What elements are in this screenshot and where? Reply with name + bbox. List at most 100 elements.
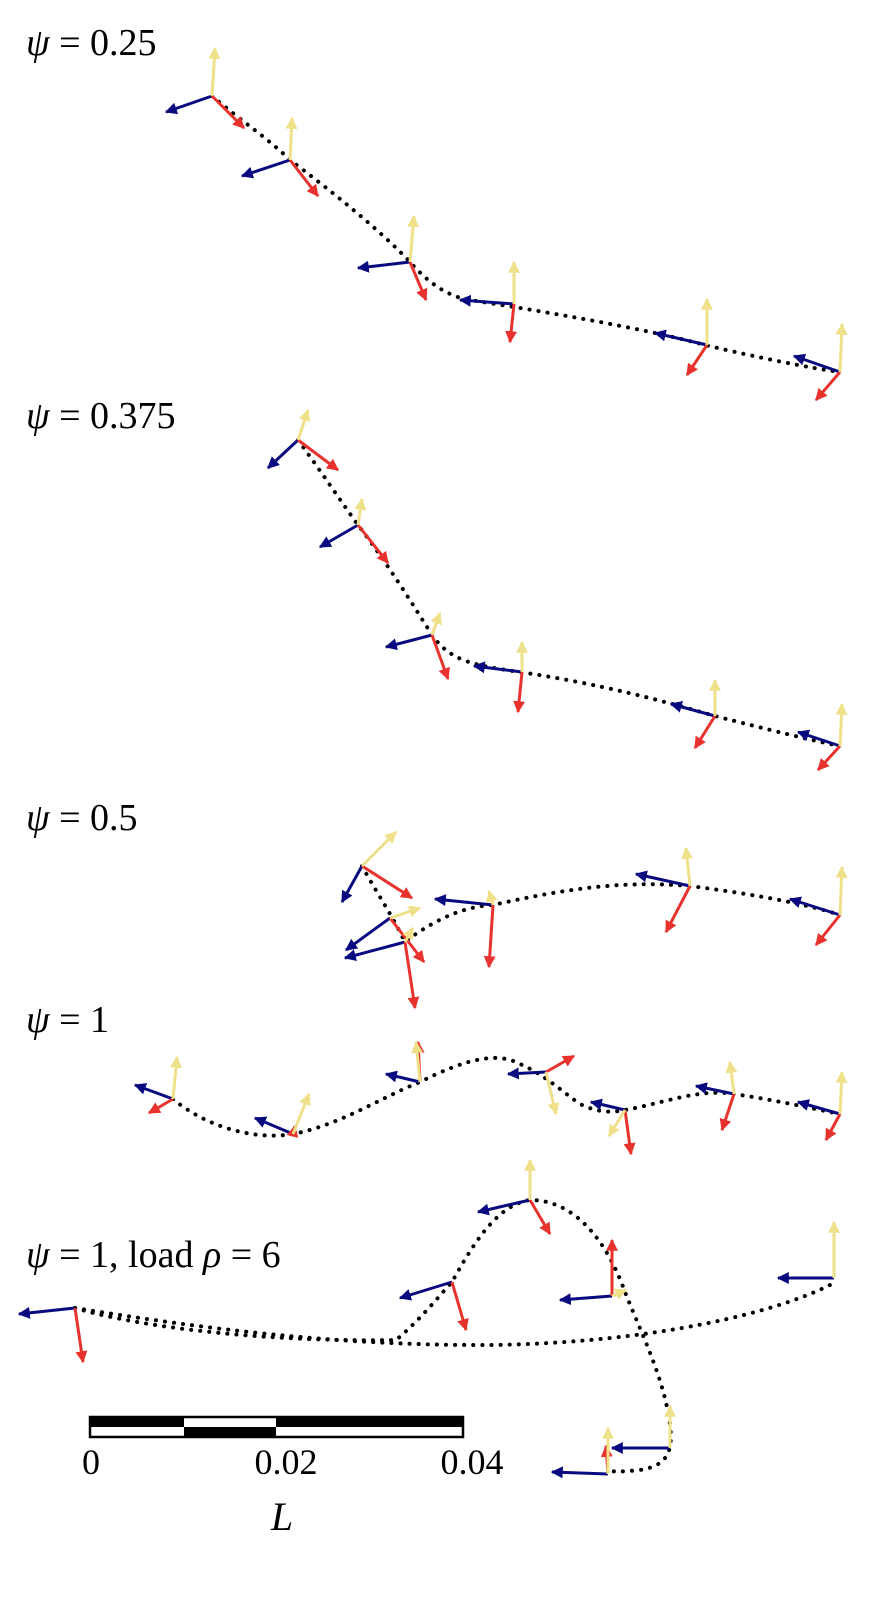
blue-axis-arrow [550,1466,609,1479]
frame-triad [788,865,848,946]
yellow-axis-arrow [354,497,367,526]
yellow-axis-arrow [411,1040,424,1083]
frame-triad [610,1404,676,1454]
scale-bar-seg-2-bottom [184,1427,276,1437]
blue-axis-arrow [796,1099,841,1116]
scale-bar-axis-label: L [270,1494,293,1539]
frame-triad [356,214,428,302]
panel-psi-05: ψ = 0.5 [26,797,848,1010]
frame-triad [476,1158,552,1236]
frame-triad [133,1055,182,1115]
frame-triad [266,408,339,472]
frame-triad [796,702,848,772]
blue-axis-arrow [318,523,359,549]
blue-axis-arrow [472,661,523,674]
blue-axis-arrow [164,94,213,115]
yellow-axis-arrow [835,322,848,373]
red-axis-arrow [73,1307,88,1364]
blue-axis-arrow [266,438,300,470]
yellow-axis-arrow [285,116,298,161]
blue-axis-arrow [384,1070,421,1084]
red-axis-arrow [824,1113,842,1142]
panel-label: ψ = 1, load ρ = 6 [26,1234,281,1276]
frame-triad [384,611,450,681]
blue-axis-arrow [669,701,716,718]
frame-triad [343,926,420,1010]
blue-axis-arrow [433,894,494,907]
red-axis-arrow [361,864,414,900]
blue-axis-arrow [634,870,691,888]
blue-axis-arrow [345,916,391,952]
rod-centerline [73,1197,673,1474]
blue-axis-arrow [340,865,364,904]
rod-centerline-reference [73,1283,832,1348]
scale-bar: 0 0.02 0.04 L [82,1415,504,1539]
red-axis-arrow [685,344,709,376]
rod-centerline [210,94,842,374]
red-axis-arrow [288,159,320,197]
red-axis-arrow [505,303,518,344]
red-axis-arrow [513,671,526,714]
yellow-axis-arrow [296,408,311,441]
yellow-axis-arrow [835,702,848,747]
red-axis-arrow [210,94,246,130]
yellow-axis-arrow [360,830,398,868]
blue-axis-arrow [253,1116,294,1136]
frame-triad [634,846,694,934]
blue-axis-arrow [240,158,291,179]
blue-axis-arrow [796,729,841,748]
red-axis-arrow [664,885,692,934]
blue-axis-arrow [17,1306,76,1319]
yellow-axis-arrow [389,905,422,920]
yellow-axis-arrow [208,46,221,97]
yellow-axis-arrow [430,611,442,636]
frame-triad [653,297,713,376]
panel-label: ψ = 0.5 [26,797,138,839]
blue-axis-arrow [476,1198,531,1216]
panel-psi-1: ψ = 1 [26,999,848,1156]
yellow-axis-arrow [611,1288,628,1300]
red-axis-arrow [483,904,496,969]
blue-axis-arrow [788,896,841,917]
red-axis-arrow [430,634,450,681]
frame-triad [433,889,498,969]
panel-psi-1-load: ψ = 1, load ρ = 6 [17,1158,840,1479]
frame-triad [17,1306,88,1364]
blue-axis-arrow [558,1293,613,1306]
panel-label: ψ = 1 [26,999,109,1041]
yellow-axis-arrow [725,1060,738,1095]
frame-triad [240,116,320,197]
frame-triad [458,260,520,344]
frame-triad [776,1220,840,1284]
rod-centerline [360,864,842,946]
blue-axis-arrow [694,1082,735,1096]
frame-triad [384,1040,425,1084]
frame-triad [506,1054,576,1116]
red-axis-arrow [147,1097,174,1115]
frame-triad [796,1070,848,1142]
red-axis-arrow [719,1093,736,1132]
yellow-axis-arrow [170,1055,182,1100]
yellow-axis-arrow [835,1070,848,1115]
blue-axis-arrow [356,260,411,273]
frame-triad [340,830,414,904]
blue-axis-arrow [653,329,708,347]
scale-bar-seg-1-top [90,1417,184,1427]
red-axis-arrow [693,715,717,750]
yellow-axis-arrow [835,865,848,916]
yellow-axis-arrow [291,1092,311,1135]
yellow-axis-arrow [402,926,415,943]
red-axis-arrow [528,1199,552,1236]
frame-triad [398,1280,469,1332]
frame-triad [318,497,390,564]
blue-axis-arrow [506,1067,547,1080]
blue-axis-arrow [589,1098,626,1112]
red-axis-arrow [450,1281,469,1332]
yellow-axis-arrow [544,1071,560,1116]
tick-label-0: 0 [82,1442,100,1482]
panel-psi-0375: ψ = 0.375 [26,395,848,772]
tick-label-0.02: 0.02 [255,1442,318,1482]
blue-axis-arrow [384,633,433,651]
tick-label-0.04: 0.04 [441,1442,504,1482]
